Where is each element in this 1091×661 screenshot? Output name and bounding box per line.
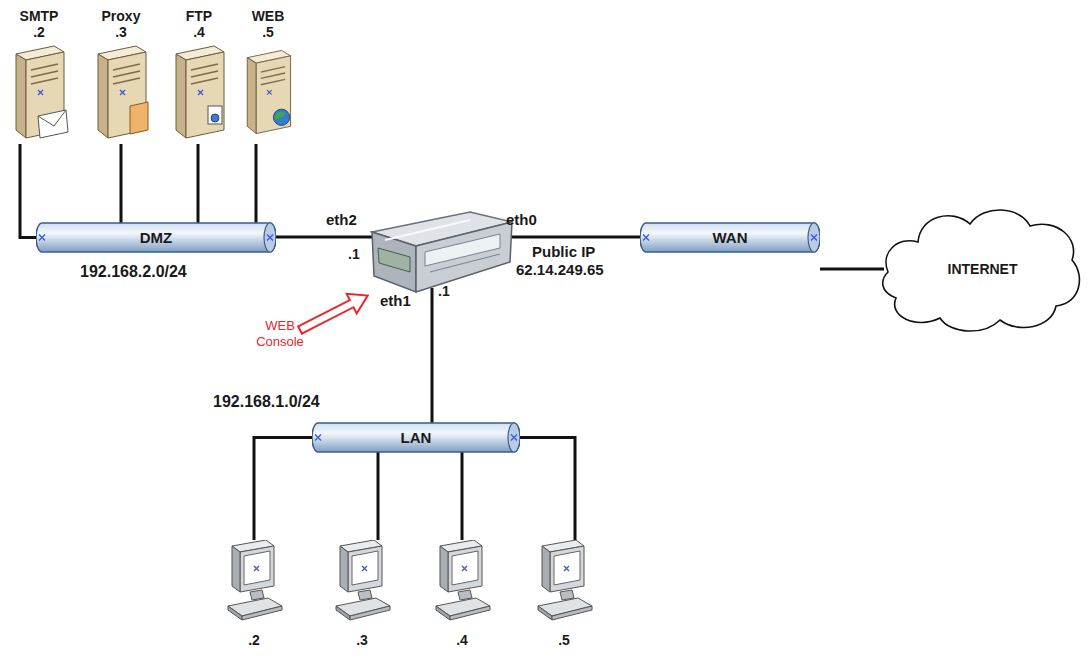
workstation-node: .2 [222,540,286,649]
network-link [254,438,312,541]
cloud-label: INTERNET [948,260,1018,278]
server-icon [168,40,230,144]
bus-label: DMZ [140,229,173,247]
server-node: Proxy.3 [90,8,152,144]
network-bus: LAN [312,422,520,453]
network-label: 62.14.249.65 [516,261,604,279]
server-icon [8,40,70,144]
network-label: 192.168.1.0/24 [213,392,320,411]
network-bus: DMZ [36,222,276,253]
bus-label: LAN [401,429,432,447]
host-number: .5 [240,24,296,40]
network-link [377,451,380,540]
network-link [820,268,884,271]
network-label: eth1 [380,292,411,310]
server-name: SMTP [8,8,70,24]
network-label: Public IP [532,243,595,261]
host-number: .3 [90,24,152,40]
network-label: eth2 [326,211,357,229]
server-name: FTP [168,8,230,24]
interface-address: .1 [438,283,450,300]
dmz-link [276,236,372,239]
console-arrow [295,286,373,340]
host-number: .2 [222,632,286,649]
firewall-appliance [372,212,512,292]
network-link [197,144,200,224]
network-link [520,438,575,541]
server-node: WEB.5 [240,8,296,144]
network-label: 192.168.2.0/24 [80,262,187,281]
host-number: .3 [330,632,394,649]
pc-icon [222,540,286,632]
network-link [20,144,36,238]
server-node: SMTP.2 [8,8,70,144]
callout-text: WEB Console [248,318,312,350]
server-icon [90,40,152,144]
lan-link [431,288,434,423]
workstation-node: .5 [532,540,596,649]
pc-icon [532,540,596,632]
workstation-node: .3 [330,540,394,649]
host-number: .4 [430,632,494,649]
host-number: .5 [532,632,596,649]
pc-icon [430,540,494,632]
network-link [461,451,464,540]
network-bus: WAN [640,222,820,253]
network-link [255,144,258,224]
network-label: eth0 [506,211,537,229]
workstation-node: .4 [430,540,494,649]
host-number: .4 [168,24,230,40]
network-link [120,144,123,224]
wan-link [505,236,640,239]
server-name: WEB [240,8,296,24]
interface-address: .1 [348,246,360,263]
internet-cloud: INTERNET [880,200,1085,338]
server-name: Proxy [90,8,152,24]
bus-label: WAN [713,229,748,247]
host-number: .2 [8,24,70,40]
pc-icon [330,540,394,632]
server-node: FTP.4 [168,8,230,144]
server-icon [240,40,296,144]
